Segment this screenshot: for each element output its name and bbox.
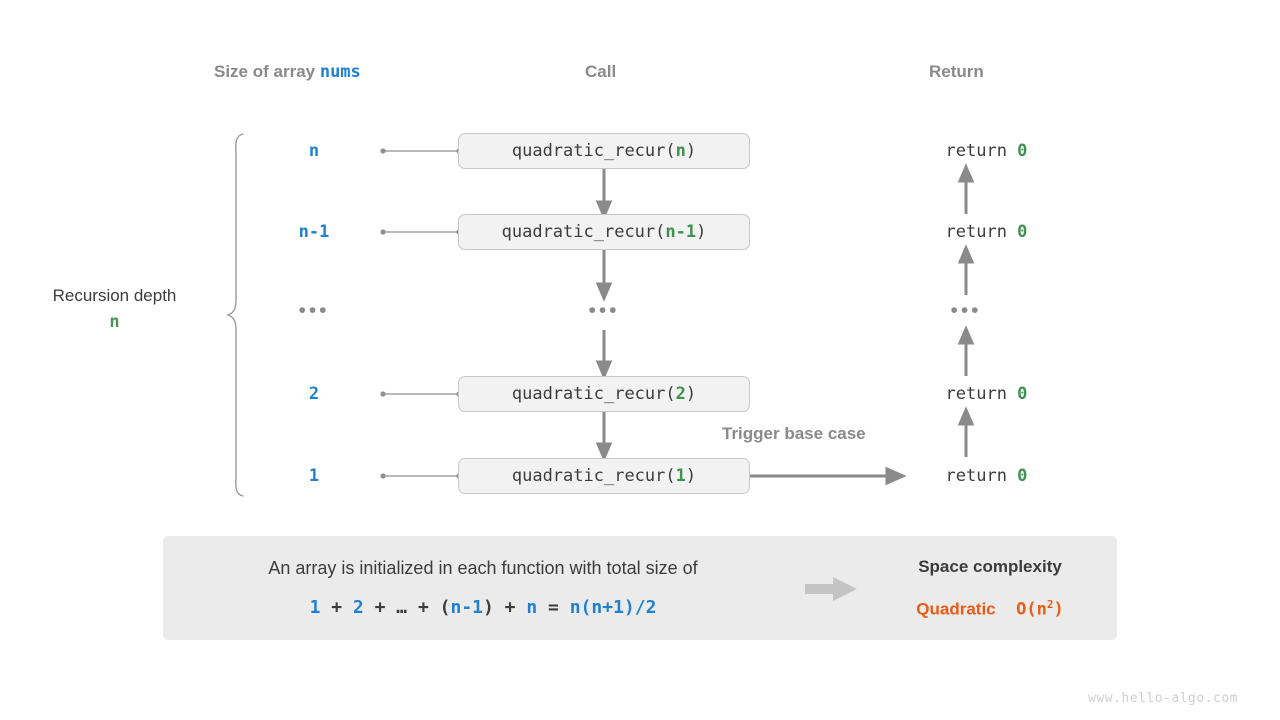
return-label-row-2: return 0 [880, 364, 1052, 424]
header-size-of-array: Size of array nums [214, 62, 361, 82]
formula-token-7: n-1 [450, 597, 483, 618]
complexity-close-paren: ) [1053, 599, 1064, 620]
recursion-depth-title: Recursion depth [52, 286, 177, 305]
summary-panel: An array is initialized in each function… [163, 536, 1117, 640]
size-label-row-2: 2 [308, 384, 320, 404]
formula-token-9: + [493, 597, 527, 618]
formula-token-12: n(n+1)/2 [569, 597, 657, 618]
call-text-prefix-0: quadratic_recur( [511, 141, 676, 161]
return-text-1: return [945, 222, 1018, 242]
size-label-row-1: n-1 [298, 222, 330, 242]
formula-token-0: 1 [309, 597, 321, 618]
formula-token-4: … [396, 597, 408, 618]
return-text-0: return [945, 141, 1018, 161]
size-label-row-0: n [308, 141, 320, 161]
return-label-row-0: return 0 [880, 121, 1052, 181]
call-arg-2: 2 [675, 384, 686, 404]
leader-lines [384, 150, 458, 477]
return-value-3: 0 [1017, 466, 1028, 486]
return-text-2: return [945, 384, 1018, 404]
call-box-row-0[interactable]: quadratic_recur(n) [458, 133, 750, 169]
call-box-row-3[interactable]: quadratic_recur(1) [458, 458, 750, 494]
header-return: Return [929, 62, 984, 81]
return-column-ellipsis: ••• [950, 299, 982, 322]
call-arg-3: 1 [675, 466, 686, 486]
formula-token-2: 2 [352, 597, 364, 618]
return-text-3: return [945, 466, 1018, 486]
space-complexity-value: Quadratic O(n2) [916, 586, 1063, 629]
summary-left: An array is initialized in each function… [163, 536, 803, 640]
summary-description: An array is initialized in each function… [268, 558, 698, 578]
formula-token-11: = [537, 597, 570, 618]
summary-right: Space complexity Quadratic O(n2) [863, 536, 1117, 640]
implies-arrow-icon [805, 577, 857, 601]
call-text-suffix-1: ) [696, 222, 707, 242]
call-box-row-2[interactable]: quadratic_recur(2) [458, 376, 750, 412]
recursion-depth-brace [226, 133, 244, 497]
formula-token-8: ) [483, 597, 494, 618]
complexity-big-o: O(n [1016, 599, 1047, 620]
call-arg-1: n-1 [665, 222, 697, 242]
call-text-suffix-2: ) [685, 384, 697, 404]
space-complexity-title: Space complexity [918, 556, 1062, 576]
call-arg-0: n [675, 141, 686, 161]
call-column-ellipsis: ••• [588, 299, 620, 322]
call-box-row-1[interactable]: quadratic_recur(n-1) [458, 214, 750, 250]
complexity-exponent: 2 [1046, 597, 1054, 611]
call-text-suffix-0: ) [685, 141, 697, 161]
return-value-2: 0 [1017, 384, 1028, 404]
return-value-1: 0 [1017, 222, 1028, 242]
return-label-row-3: return 0 [880, 446, 1052, 506]
leader-line-dots [380, 148, 462, 479]
header-call: Call [585, 62, 617, 81]
recursion-depth-label: Recursion depth n [12, 283, 217, 335]
header-nums-code: nums [319, 62, 361, 82]
formula-token-6: ( [439, 597, 451, 618]
watermark: www.hello-algo.com [1088, 691, 1238, 706]
formula-token-10: n [526, 597, 538, 618]
formula-token-5: + [407, 597, 440, 618]
call-text-prefix-3: quadratic_recur( [511, 466, 676, 486]
size-label-row-3: 1 [308, 466, 320, 486]
call-text-prefix-1: quadratic_recur( [501, 222, 666, 242]
return-value-0: 0 [1017, 141, 1028, 161]
header-size-prefix: Size of array [214, 62, 320, 81]
trigger-base-case-label: Trigger base case [722, 424, 866, 443]
recursion-depth-value: n [109, 312, 120, 332]
call-text-prefix-2: quadratic_recur( [511, 384, 676, 404]
size-label-ellipsis: ••• [298, 299, 330, 322]
formula-token-1: + [320, 597, 353, 618]
return-label-row-1: return 0 [880, 202, 1052, 262]
summary-formula: 1 + 2 + … + (n-1) + n = n(n+1)/2 [310, 588, 657, 628]
call-text-suffix-3: ) [685, 466, 697, 486]
formula-token-3: + [363, 597, 397, 618]
complexity-word: Quadratic [916, 599, 996, 619]
